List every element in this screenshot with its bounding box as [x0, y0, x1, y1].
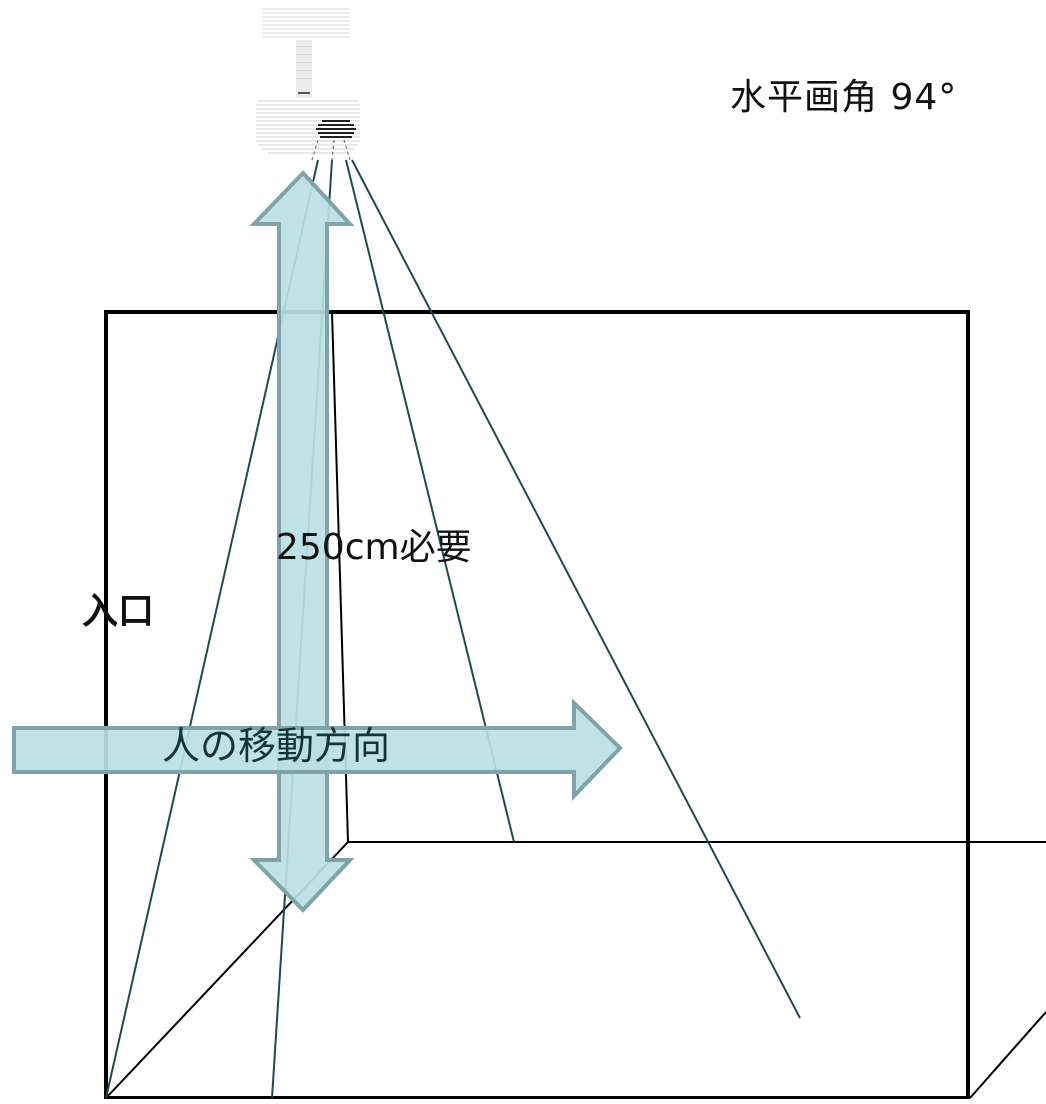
- camera-view-lines: [105, 159, 801, 1099]
- height-double-arrow: [249, 170, 355, 913]
- front-frame: [104, 310, 970, 1100]
- entrance-label: 入口: [82, 591, 155, 632]
- movement-direction-label: 人の移動方向: [162, 724, 391, 768]
- movement-arrow: [12, 698, 623, 801]
- height-requirement-label: 250cm必要: [276, 527, 472, 568]
- ceiling-camera-icon: [256, 8, 360, 161]
- view-line-outer-right: [351, 159, 801, 1019]
- horizontal-angle-label: 水平画角 94°: [730, 77, 958, 118]
- floor-right-diagonal: [969, 1011, 1046, 1099]
